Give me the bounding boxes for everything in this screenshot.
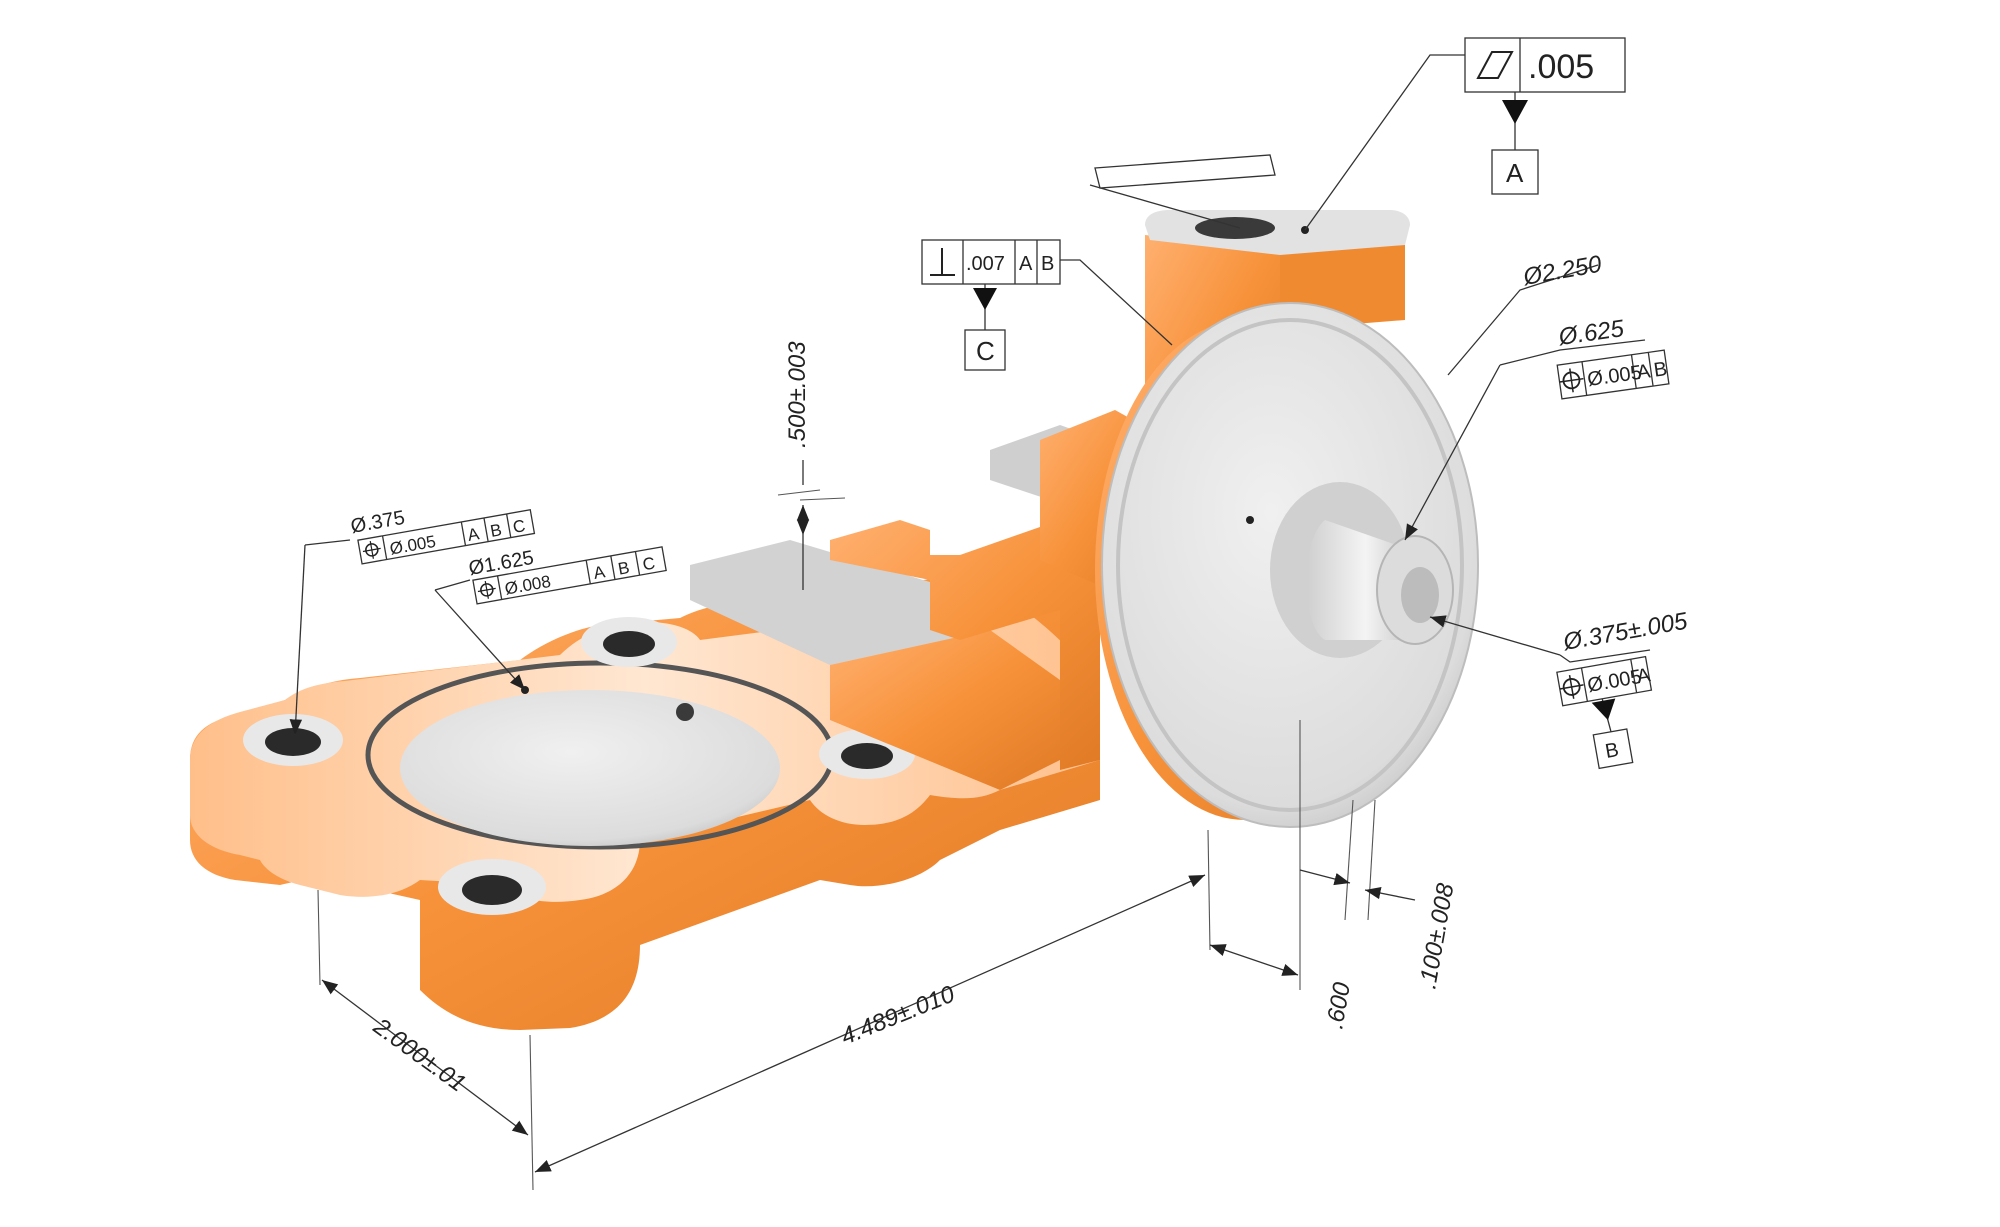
dia-2250-callout: Ø2.250 <box>1447 251 1604 376</box>
dim-600-label: .600 <box>1321 980 1356 1031</box>
flatness-tolerance: .005 <box>1528 48 1594 86</box>
perpendicularity-callout: .007 A B C <box>921 239 1173 371</box>
perp-tolerance: .007 <box>966 253 1005 275</box>
dia-625-label: Ø.625 <box>1556 315 1626 351</box>
mid-block <box>830 520 1100 770</box>
datum-b-label: B <box>1604 739 1621 763</box>
bore-face <box>400 690 780 846</box>
flatness-callout: .005 A <box>1304 37 1626 231</box>
flange-dot <box>1246 516 1254 524</box>
position-icon <box>1559 368 1584 393</box>
step-block-side <box>830 630 1060 790</box>
dia-625-callout: Ø.625 Ø.005 A B <box>1404 315 1670 541</box>
machined-part <box>190 210 1479 1030</box>
dim-500: .500±.003 <box>777 341 846 590</box>
datum-c-box <box>964 329 1006 371</box>
bore-1625-ref-b: B <box>617 558 631 579</box>
dia-375-label: Ø.375±.005 <box>1560 607 1690 656</box>
flatness-frame <box>1464 37 1626 93</box>
hole-375-callout: Ø.375 Ø.005 A B C <box>289 507 536 736</box>
hole-375-ref-c: C <box>511 516 526 537</box>
datum-c-label: C <box>976 336 995 366</box>
dim-500-label: .500±.003 <box>784 341 811 448</box>
hole-375-frame <box>357 509 536 565</box>
datum-a-label: A <box>1506 158 1524 188</box>
perp-ref-a: A <box>1019 253 1033 275</box>
flange-inner-ring <box>1116 318 1464 812</box>
hole-375-ref-a: A <box>466 524 481 545</box>
bore-1625-ref-c: C <box>641 553 656 574</box>
dowel-hole <box>676 703 694 721</box>
perp-ref-b: B <box>1041 253 1054 275</box>
dim-600: .600 <box>1209 720 1356 1031</box>
dia-2250-label: Ø2.250 <box>1520 251 1604 292</box>
position-icon <box>1559 674 1584 699</box>
flatness-icon <box>1476 51 1514 79</box>
dia-625-ref-a: A <box>1636 360 1653 384</box>
tower-fcf-small <box>1089 154 1276 229</box>
bore-1625-ref-a: A <box>592 562 607 583</box>
dim-100: .100±.008 <box>1299 799 1460 991</box>
hole-375-ref-b: B <box>489 520 503 541</box>
counterbore-holes <box>243 617 915 915</box>
dia-625-ref-b: B <box>1652 358 1668 382</box>
datum-a-box <box>1491 149 1539 195</box>
dim-2000-label: 2.000±.01 <box>368 1012 471 1097</box>
dia-375-ref-a: A <box>1635 664 1653 688</box>
step-block-top <box>690 540 990 665</box>
position-icon <box>362 540 381 559</box>
position-icon <box>477 580 496 599</box>
bore-1625-frame <box>472 546 667 605</box>
tower-hole <box>1195 217 1275 239</box>
dim-4489-label: 4.489±.010 <box>837 980 959 1050</box>
dim-100-label: .100±.008 <box>1414 881 1459 991</box>
perpendicularity-icon <box>930 248 955 276</box>
datum-b-box <box>1592 728 1634 770</box>
shaft-bore <box>1401 567 1439 623</box>
